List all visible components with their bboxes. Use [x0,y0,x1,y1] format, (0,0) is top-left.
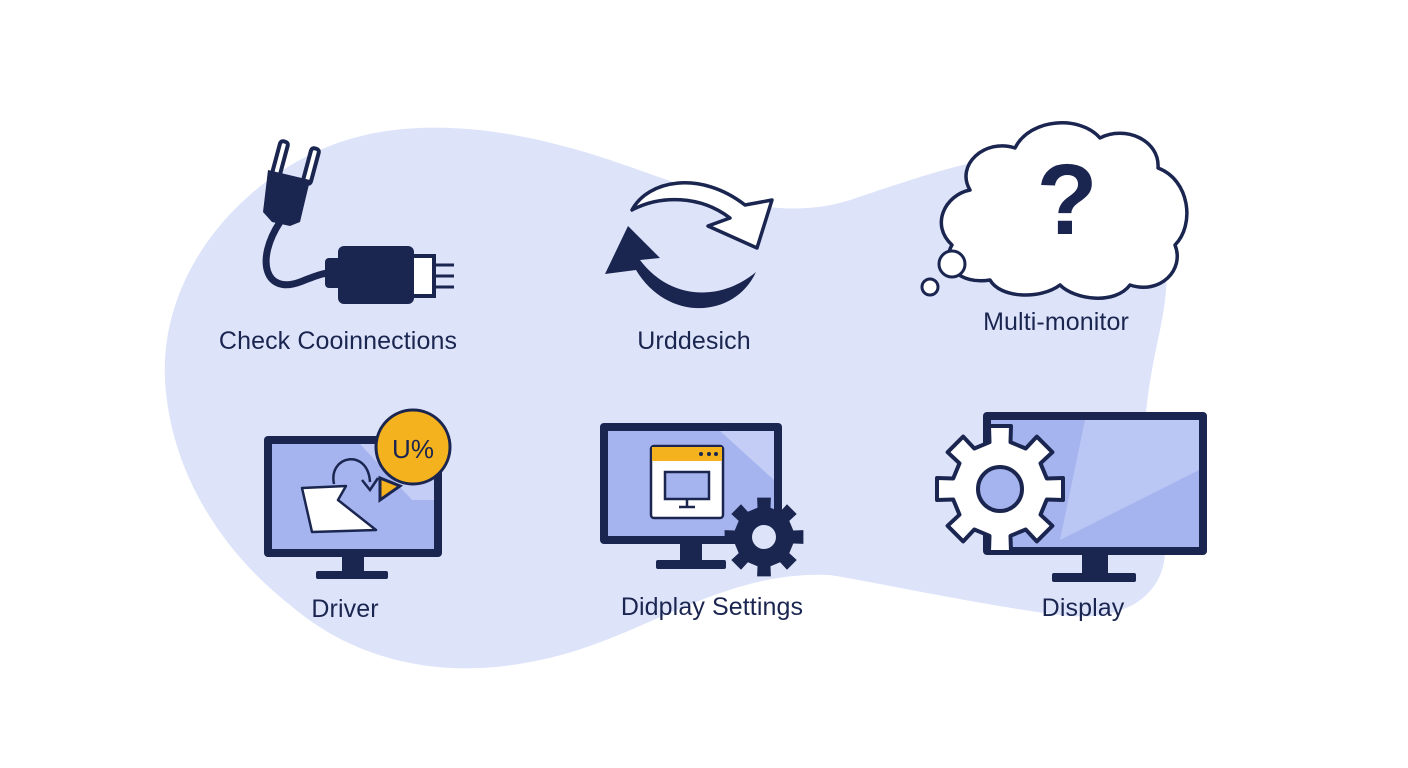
svg-text:?: ? [1036,144,1097,256]
label-display-settings: Didplay Settings [620,593,804,621]
gear-small-icon [724,497,804,577]
label-driver: Driver [311,595,379,623]
label-check-connections: Check Cooinnections [218,327,458,355]
gear-large-icon [935,424,1065,554]
label-refresh: Urddesich [637,327,751,355]
label-multi-monitor: Multi-monitor [983,308,1129,336]
badge-text: U% [391,434,435,464]
label-display: Display [1041,594,1125,622]
